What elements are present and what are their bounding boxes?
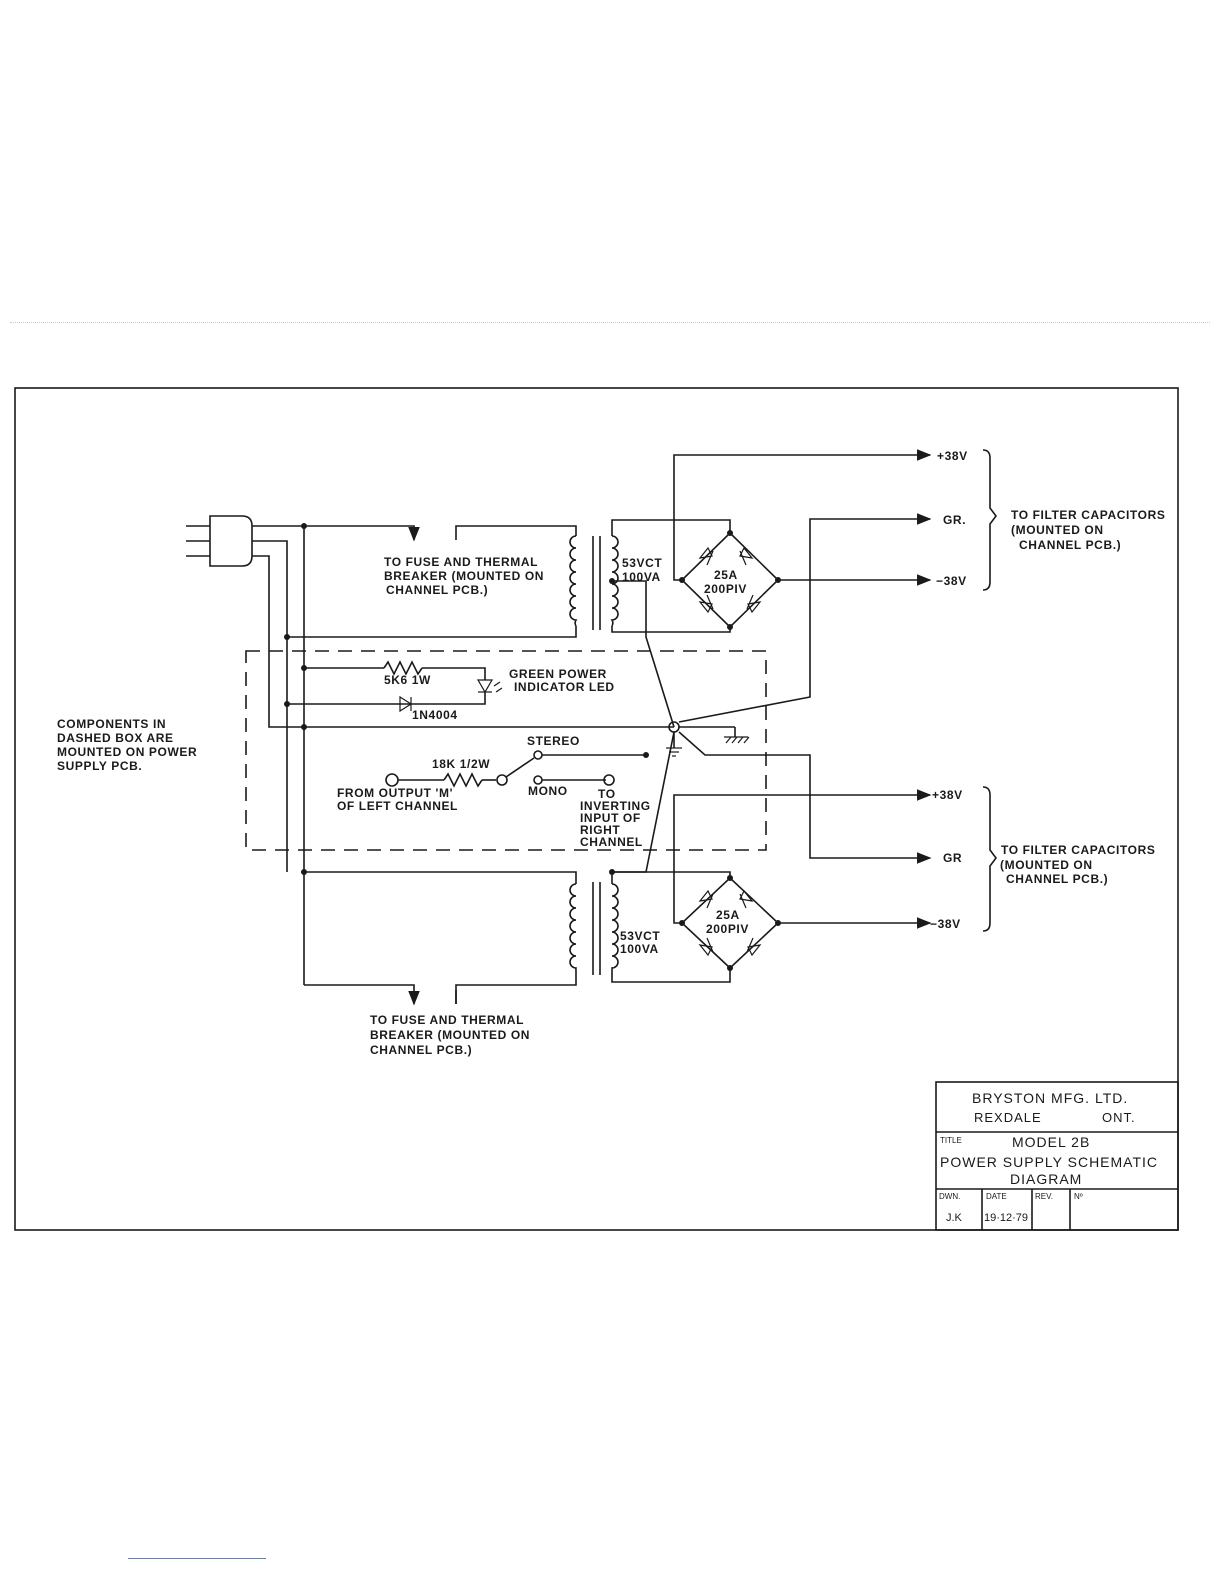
transformer-bottom-rating: 100VA [620, 942, 659, 956]
title-label: TITLE [940, 1136, 962, 1145]
company-province: ONT. [1102, 1110, 1136, 1125]
drawing-subtitle: POWER SUPPLY SCHEMATIC [940, 1154, 1158, 1170]
drawing-subtitle-2: DIAGRAM [1010, 1171, 1082, 1187]
fuse-bottom-line-1: TO FUSE AND THERMAL [370, 1013, 524, 1027]
rev-label: REV. [1035, 1192, 1053, 1201]
drawing-border [14, 387, 1179, 1231]
output-top-dest-3: CHANNEL PCB.) [1019, 538, 1121, 552]
output-bracket-top [982, 449, 997, 591]
pcb-note-line-2: DASHED BOX ARE [57, 731, 174, 745]
scan-artifact-line [10, 322, 1210, 323]
transformer-top-voltage: 53VCT [622, 556, 662, 570]
fuse-bottom-line-2: BREAKER (MOUNTED ON [370, 1028, 530, 1042]
to-input-line-4: RIGHT [580, 823, 620, 837]
fuse-top-line-1: TO FUSE AND THERMAL [384, 555, 538, 569]
bridge-bottom-current: 25A [716, 908, 740, 922]
dwn-label: DWN. [939, 1192, 960, 1201]
date-value: 19·12·79 [984, 1212, 1028, 1224]
pcb-note-line-1: COMPONENTS IN [57, 717, 166, 731]
company-city: REXDALE [974, 1110, 1042, 1125]
transformer-bottom-voltage: 53VCT [620, 929, 660, 943]
output-bottom-dest-1: TO FILTER CAPACITORS [1001, 843, 1155, 857]
date-label: DATE [986, 1192, 1007, 1201]
output-bottom-gnd: GR [943, 851, 962, 865]
title-block: BRYSTON MFG. LTD. REXDALE ONT. TITLE MOD… [935, 1081, 1179, 1231]
transformer-top-rating: 100VA [622, 570, 661, 584]
output-bottom-minus: −38V [930, 917, 961, 931]
mono-label: MONO [528, 784, 568, 798]
output-top-dest-1: TO FILTER CAPACITORS [1011, 508, 1165, 522]
bridge-top-current: 25A [714, 568, 738, 582]
from-output-line-1: FROM OUTPUT 'M' [337, 786, 453, 800]
diode-label: 1N4004 [412, 708, 458, 722]
to-input-line-5: CHANNEL [580, 835, 643, 849]
fuse-top-line-3: CHANNEL PCB.) [386, 583, 488, 597]
led-label-1: GREEN POWER [509, 667, 607, 681]
footer-rule [128, 1558, 266, 1559]
output-top-minus: −38V [936, 574, 967, 588]
ac-buses [284, 523, 577, 1006]
bridge-rectifier-top [673, 449, 932, 630]
pcb-note-line-4: SUPPLY PCB. [57, 759, 142, 773]
pcb-components [287, 660, 646, 788]
pcb-dashed-box [245, 650, 767, 851]
resistor-18k-label: 18K 1/2W [432, 757, 490, 771]
bridge-top-piv: 200PIV [704, 582, 747, 596]
no-label: Nº [1074, 1192, 1083, 1201]
output-bottom-dest-3: CHANNEL PCB.) [1006, 872, 1108, 886]
to-input-line-2: INVERTING [580, 799, 651, 813]
company-name: BRYSTON MFG. LTD. [972, 1090, 1128, 1106]
output-top-dest-2: (MOUNTED ON [1011, 523, 1104, 537]
output-top-plus: +38V [937, 449, 968, 463]
drawing-title: MODEL 2B [1012, 1134, 1090, 1150]
output-bottom-plus: +38V [932, 788, 963, 802]
output-top-gnd: GR. [943, 513, 966, 527]
bridge-bottom-piv: 200PIV [706, 922, 749, 936]
to-input-line-3: INPUT OF [580, 811, 641, 825]
fuse-top-line-2: BREAKER (MOUNTED ON [384, 569, 544, 583]
led-label-2: INDICATOR LED [514, 680, 615, 694]
ac-plug [186, 515, 674, 872]
output-bottom-dest-2: (MOUNTED ON [1000, 858, 1093, 872]
from-output-line-2: OF LEFT CHANNEL [337, 799, 458, 813]
output-bracket-bottom [982, 786, 997, 932]
resistor-5k6-label: 5K6 1W [384, 673, 431, 687]
stereo-label: STEREO [527, 734, 580, 748]
to-input-line-1: TO [598, 787, 616, 801]
bridge-rectifier-bottom [673, 789, 932, 971]
dwn-value: J.K [946, 1212, 963, 1224]
fuse-bottom-line-3: CHANNEL PCB.) [370, 1043, 472, 1057]
pcb-note-line-3: MOUNTED ON POWER [57, 745, 197, 759]
